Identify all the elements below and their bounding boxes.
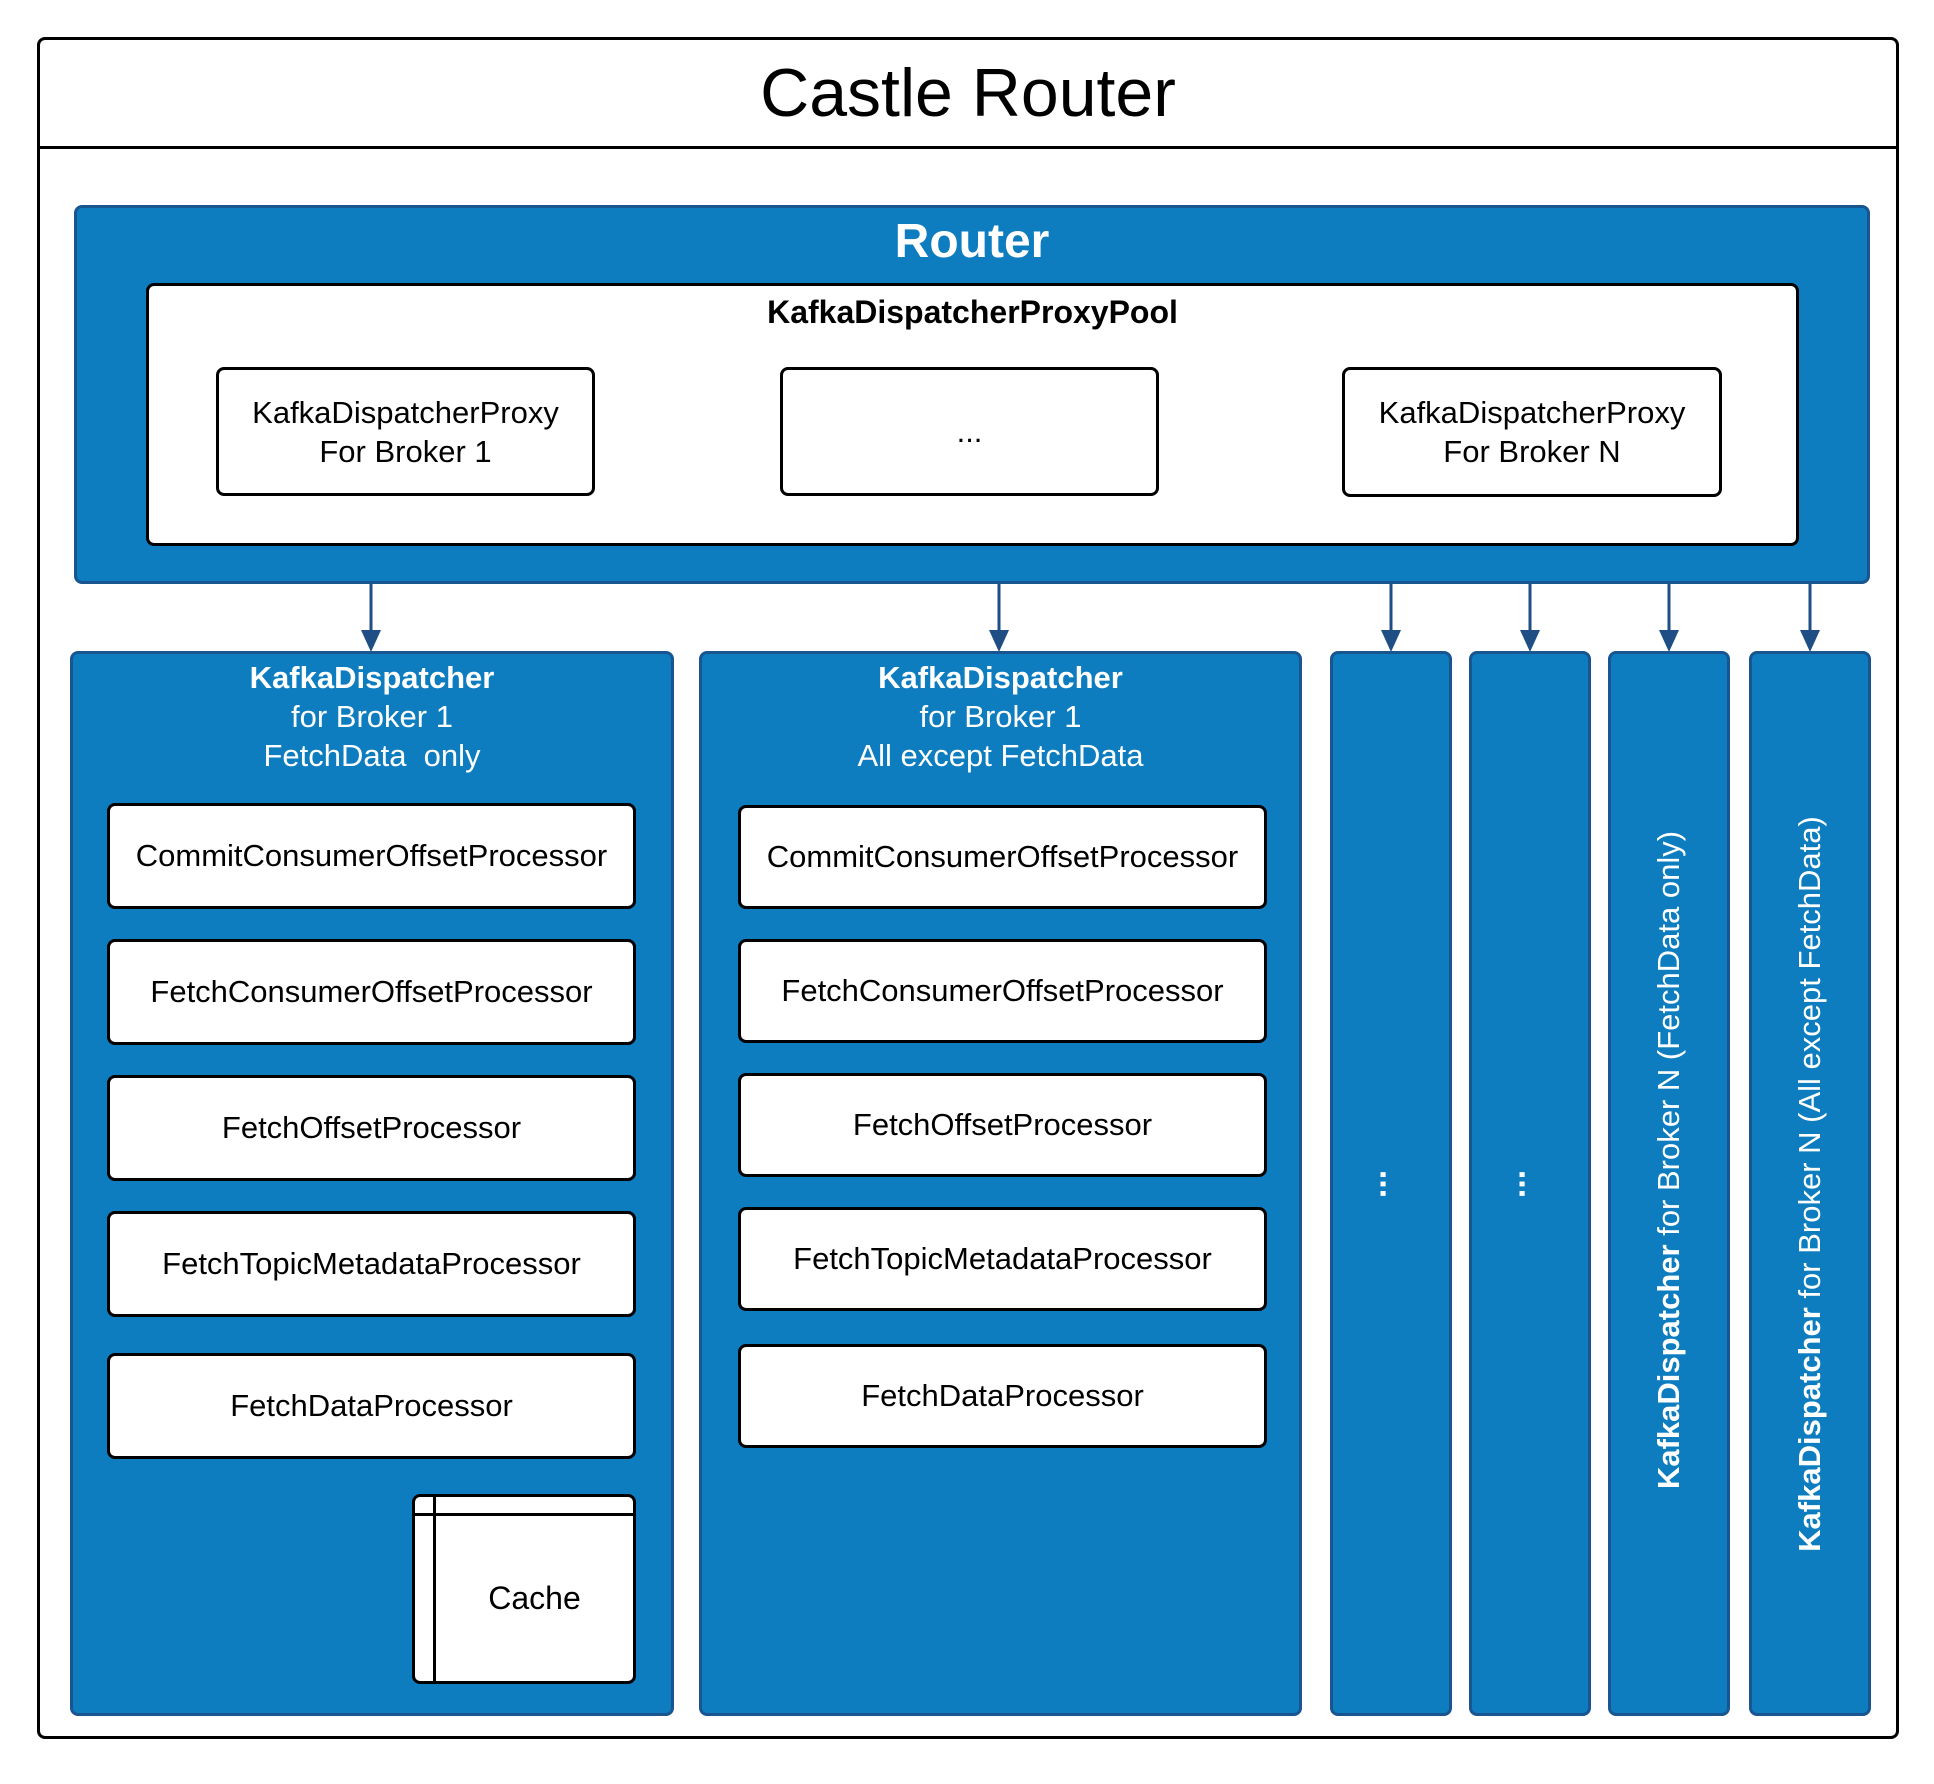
column-broker-n-all-except-label: KafkaDispatcher for Broker N (All except…: [1792, 816, 1828, 1552]
column-broker-n-fetchdata: KafkaDispatcher for Broker N (FetchData …: [1608, 651, 1730, 1716]
d2-fetch-consumer-offset-processor: FetchConsumerOffsetProcessor: [738, 939, 1267, 1043]
d2-fetch-topic-metadata-processor: FetchTopicMetadataProcessor: [738, 1207, 1267, 1311]
column-4-rest: for Broker N (All except FetchData): [1792, 816, 1827, 1308]
column-broker-n-fetchdata-label: KafkaDispatcher for Broker N (FetchData …: [1651, 831, 1687, 1489]
proxy-broker-1-line2: For Broker 1: [319, 433, 492, 469]
dispatcher-2-scope: All except FetchData: [857, 738, 1144, 773]
proxy-pool-title: KafkaDispatcherProxyPool: [767, 294, 1178, 330]
cache-label: Cache: [488, 1580, 581, 1616]
router-title: Router: [894, 215, 1050, 268]
d1-commit-consumer-offset-processor: CommitConsumerOffsetProcessor: [107, 803, 636, 909]
d2-fetch-offset-processor: FetchOffsetProcessor: [738, 1073, 1267, 1177]
column-ellipsis-2: ...: [1469, 651, 1591, 1716]
column-4-name: KafkaDispatcher: [1792, 1307, 1827, 1552]
dispatcher-2-name: KafkaDispatcher: [878, 660, 1123, 695]
cache-box: Cache: [412, 1494, 636, 1684]
d1-fetch-consumer-offset-processor: FetchConsumerOffsetProcessor: [107, 939, 636, 1045]
proxy-broker-1-line1: KafkaDispatcherProxy: [252, 394, 559, 430]
proxy-broker-n: KafkaDispatcherProxy For Broker N: [1342, 367, 1722, 497]
proxy-broker-1: KafkaDispatcherProxy For Broker 1: [216, 367, 595, 496]
dispatcher-1-scope: FetchData only: [263, 738, 481, 773]
d2-fetch-data-processor: FetchDataProcessor: [738, 1344, 1267, 1448]
dispatcher-1-broker: for Broker 1: [291, 699, 453, 734]
column-3-name: KafkaDispatcher: [1651, 1244, 1686, 1490]
dispatcher-1-name: KafkaDispatcher: [249, 660, 495, 695]
dispatcher-1-title: KafkaDispatcher for Broker 1 FetchData o…: [73, 658, 671, 775]
d1-fetch-offset-processor: FetchOffsetProcessor: [107, 1075, 636, 1181]
d2-commit-consumer-offset-processor: CommitConsumerOffsetProcessor: [738, 805, 1267, 909]
column-3-rest: for Broker N (FetchData only): [1651, 830, 1686, 1245]
column-ellipsis-2-dots: ...: [1511, 1169, 1550, 1198]
d1-fetch-data-processor: FetchDataProcessor: [107, 1353, 636, 1459]
dispatcher-2-title: KafkaDispatcher for Broker 1 All except …: [702, 658, 1299, 775]
proxy-broker-n-line1: KafkaDispatcherProxy: [1378, 395, 1686, 430]
dispatcher-2-broker: for Broker 1: [919, 699, 1082, 734]
column-broker-n-all-except: KafkaDispatcher for Broker N (All except…: [1749, 651, 1871, 1716]
proxy-ellipsis: ...: [780, 367, 1159, 496]
column-ellipsis-1: ...: [1330, 651, 1452, 1716]
frame-title: Castle Router: [40, 40, 1896, 149]
d1-fetch-topic-metadata-processor: FetchTopicMetadataProcessor: [107, 1211, 636, 1317]
proxy-ellipsis-text: ...: [956, 414, 983, 449]
column-ellipsis-1-dots: ...: [1372, 1169, 1411, 1198]
proxy-broker-n-line2: For Broker N: [1443, 434, 1621, 469]
